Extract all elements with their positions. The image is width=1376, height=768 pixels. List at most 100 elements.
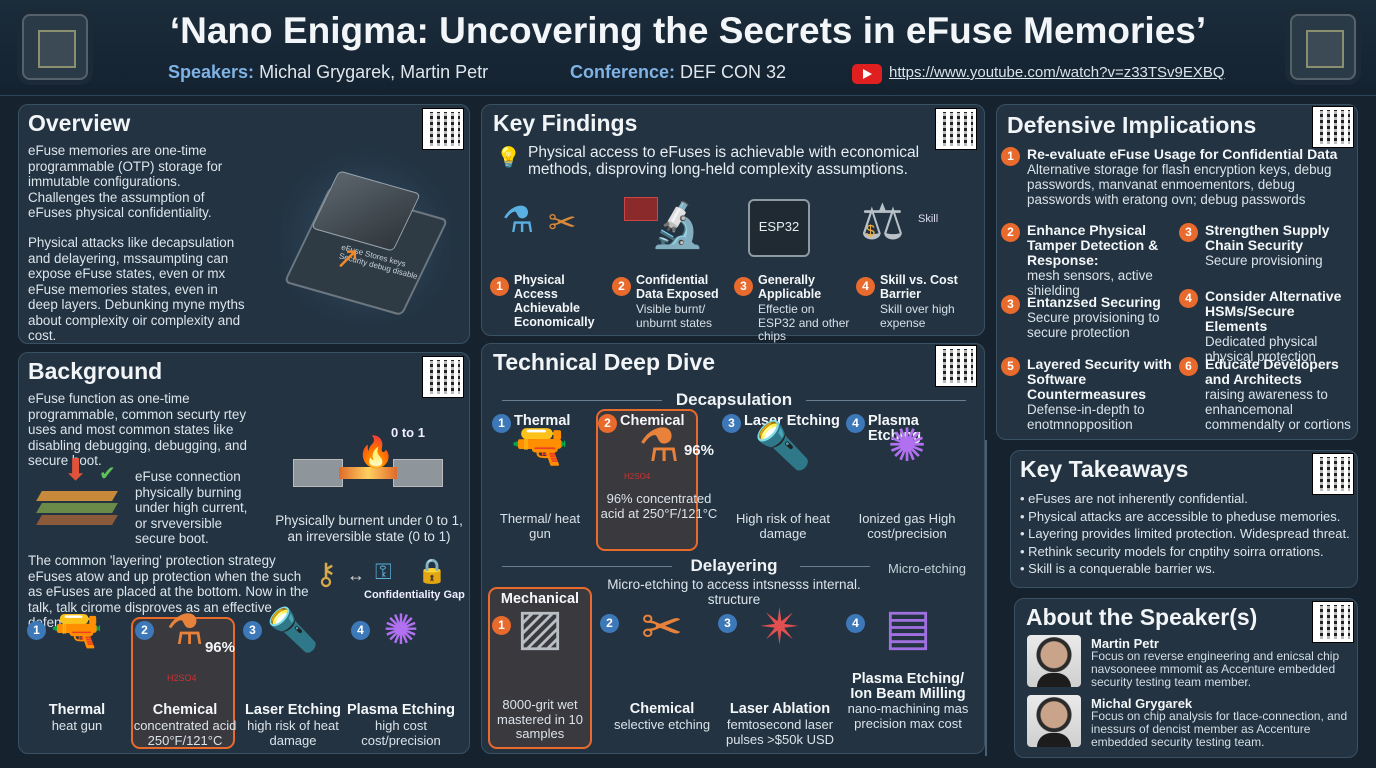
step-number: 3 [722, 414, 741, 433]
avatar [1027, 635, 1081, 687]
video-link[interactable]: https://www.youtube.com/watch?v=z33TSv9E… [889, 64, 1225, 81]
step-number: 1 [492, 414, 511, 433]
qr-code-icon[interactable] [422, 356, 464, 398]
background-panel: Background eFuse function as one-time pr… [18, 352, 470, 754]
conference-line: Conference: DEF CON 32 [570, 62, 787, 82]
step-number: 2 [1001, 223, 1020, 242]
findings-panel: Key Findings 💡 Physical access to eFuses… [481, 104, 985, 343]
speaker-bio: Focus on reverse engineering and enicsal… [1091, 649, 1340, 689]
layers-icon: ⬇ ✔ [33, 453, 123, 529]
method-desc: 96% concentrated acid at 250°F/121°C [600, 491, 718, 521]
defense-desc: Alternative storage for flash encryption… [1027, 162, 1332, 207]
method-title: Laser Etching [744, 413, 840, 429]
defense-title: Educate Developers and Architects [1205, 356, 1339, 387]
step-number: 3 [243, 621, 262, 640]
divider [985, 440, 987, 756]
bulb-icon: 💡 [496, 147, 521, 169]
keys-icon: ⚷ ↔ ⚿ 🔒 [315, 558, 447, 591]
finding-title: Generally Applicable [758, 273, 822, 301]
takeaways-panel: Key Takeaways • eFuses are not inherentl… [1010, 450, 1358, 588]
method-desc: 8000-grit wet mastered in 10 samples [497, 697, 583, 741]
method-title: Chemical [152, 702, 218, 718]
method-title: Thermal [514, 413, 571, 429]
finding-title: Skill vs. Cost Barrier [880, 273, 958, 301]
qr-code-icon[interactable] [935, 345, 977, 387]
qr-code-icon[interactable] [935, 108, 977, 150]
method-title: Plasma Etching [347, 702, 455, 718]
overview-text-1: eFuse memories are one-time programmable… [28, 143, 223, 220]
defense-desc: raising awareness to enhancemonal commen… [1205, 387, 1351, 432]
findings-title: Key Findings [493, 110, 638, 136]
burnt-text: Physically burnent under 0 to 1, an irre… [275, 513, 463, 544]
step-number: 2 [135, 621, 154, 640]
speaker-name: Michal Grygarek [1091, 696, 1193, 711]
overview-text-2: Physical attacks like decapsulation and … [28, 235, 245, 343]
heat-gun-icon: 🔫 [50, 606, 104, 653]
fuse-state: 0 to 1 [391, 425, 425, 440]
method-desc: high risk of heat damage [247, 718, 339, 748]
defense-title: Entanzsed Securing [1027, 294, 1161, 310]
defense-title: Strengthen Supply Chain Security [1205, 222, 1330, 253]
qr-code-icon[interactable] [1312, 601, 1354, 643]
method-desc: nano-machining mas precision max cost [847, 701, 969, 731]
laser-icon: ✴ [759, 599, 801, 655]
gap-label: Confidentiality Gap [364, 589, 465, 601]
method-title: Plasma Etching [868, 413, 922, 444]
esp32-chip-icon: ESP32 [748, 199, 810, 257]
mechanical-highlight [488, 587, 592, 749]
qr-code-icon[interactable] [1312, 453, 1354, 495]
plasma-icon: ✺ [383, 606, 419, 653]
microscope-icon: 🔬 [618, 193, 705, 259]
overview-panel: Overview eFuse memories are one-time pro… [18, 104, 470, 344]
overview-title: Overview [28, 110, 131, 136]
method-desc: Thermal/ heat gun [499, 511, 581, 541]
defense-desc: Defense-in-depth to enotmnopposition [1027, 402, 1145, 432]
flask-label: H2SO4 [167, 673, 197, 683]
takeaway-item: • Skill is a conquerable barrier ws. [1020, 561, 1216, 576]
step-number: 6 [1179, 357, 1198, 376]
header: ‘Nano Enigma: Uncovering the Secrets in … [0, 0, 1376, 96]
background-text-2: The common 'layering' protection strateg… [28, 553, 309, 630]
method-desc: femtosecond laser pulses >$50k USD [725, 717, 835, 747]
method-title: Chemical [629, 701, 695, 717]
speaker-name: Martin Petr [1091, 636, 1159, 651]
ion-beam-icon: ▤ [884, 599, 932, 655]
takeaways-title: Key Takeaways [1020, 456, 1189, 482]
fire-icon: 🔥 [357, 436, 395, 469]
decap-heading: Decapsulation [675, 390, 793, 409]
laser-icon: 🔦 [754, 419, 812, 471]
youtube-icon[interactable] [852, 64, 882, 84]
fuse-illustration: 🔥 0 to 1 [273, 425, 453, 505]
method-desc: selective etching [613, 717, 711, 732]
method-title: Thermal [48, 702, 106, 718]
qr-code-icon[interactable] [422, 108, 464, 150]
page-title: ‘Nano Enigma: Uncovering the Secrets in … [169, 10, 1207, 51]
deepdive-title: Technical Deep Dive [493, 349, 715, 375]
percent-label: 96% [683, 442, 714, 459]
micro-tag: Micro-etching [888, 561, 967, 576]
method-title: Laser Etching [245, 702, 341, 718]
step-number: 5 [1001, 357, 1020, 376]
finding-desc: Visible burnt/ unburnt states [636, 302, 713, 330]
flask-label: H2SO4 [624, 472, 651, 481]
micro-text: Micro-etching to access intsnesss intern… [607, 577, 861, 607]
step-number: 3 [734, 277, 753, 296]
speaker-bio: Focus on chip analysis for tlace-connect… [1091, 709, 1348, 749]
method-title: Chemical [620, 413, 685, 429]
arrow-up-icon: ↗ [335, 242, 361, 275]
takeaway-item: • Rethink security models for cnptihy so… [1020, 543, 1324, 559]
qr-code-icon[interactable] [1312, 106, 1354, 148]
flask-tools-icon: ⚗ ✂ [502, 199, 577, 242]
